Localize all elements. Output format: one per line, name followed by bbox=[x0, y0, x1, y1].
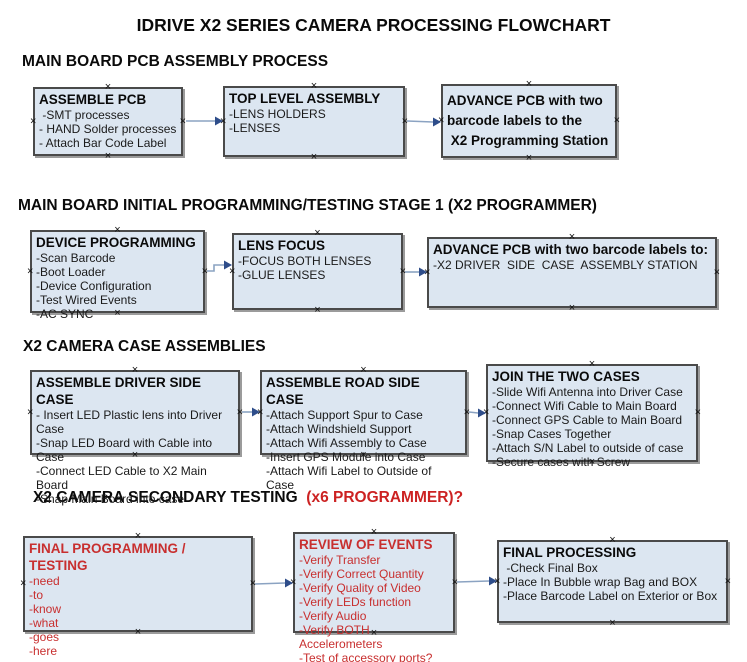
connector-anchor-icon: × bbox=[104, 150, 112, 162]
connector-anchor-icon: × bbox=[713, 266, 720, 278]
section-heading-initial-programming: MAIN BOARD INITIAL PROGRAMMING/TESTING S… bbox=[18, 197, 597, 215]
box-items: -Check Final Box -Place In Bubble wrap B… bbox=[503, 561, 718, 603]
connector-arrow bbox=[406, 117, 441, 127]
box-items: -SMT processes - HAND Solder processes -… bbox=[39, 108, 177, 150]
connector-anchor-icon: × bbox=[694, 406, 701, 419]
connector-arrow bbox=[186, 116, 223, 126]
connector-anchor-icon: × bbox=[724, 575, 731, 587]
connector-arrow bbox=[468, 408, 486, 418]
box-title: DEVICE PROGRAMMING bbox=[36, 235, 196, 250]
section-heading-secondary-testing: X2 CAMERA SECONDARY TESTING (x6 PROGRAMM… bbox=[33, 489, 463, 507]
box-items: - Insert LED Plastic lens into Driver Ca… bbox=[36, 408, 223, 506]
section-heading-case-assemblies: X2 CAMERA CASE ASSEMBLIES bbox=[23, 338, 266, 356]
box-title: FINAL PROGRAMMING / TESTING bbox=[29, 541, 190, 573]
box-items: -X2 DRIVER SIDE CASE ASSEMBLY STATION bbox=[433, 258, 698, 272]
connector-anchor-icon: × bbox=[314, 304, 321, 316]
section-heading-text: MAIN BOARD INITIAL PROGRAMMING/TESTING S… bbox=[18, 197, 597, 214]
flow-box-assemble-pcb: ASSEMBLE PCB -SMT processes - HAND Solde… bbox=[30, 82, 186, 162]
box-items: -Scan Barcode -Boot Loader -Device Confi… bbox=[36, 251, 152, 321]
flow-box-device-programming: DEVICE PROGRAMMING -Scan Barcode -Boot L… bbox=[27, 225, 208, 322]
flow-box-review-of-events: REVIEW OF EVENTS -Verify Transfer -Verif… bbox=[290, 527, 458, 662]
box-items: -LENS HOLDERS -LENSES bbox=[229, 107, 326, 135]
flow-box-top-level-assembly: TOP LEVEL ASSEMBLY -LENS HOLDERS -LENSES… bbox=[220, 81, 408, 163]
section-heading-text: X2 CAMERA CASE ASSEMBLIES bbox=[23, 338, 266, 355]
connector-anchor-icon: × bbox=[249, 577, 256, 590]
connector-arrow bbox=[456, 576, 497, 586]
connector-anchor-icon: × bbox=[568, 302, 576, 314]
connector-arrow bbox=[207, 260, 232, 272]
connector-anchor-icon: × bbox=[483, 406, 490, 419]
connector-anchor-icon: × bbox=[451, 576, 458, 588]
section-heading-red-text: (x6 PROGRAMMER)? bbox=[302, 489, 464, 506]
connector-anchor-icon: × bbox=[310, 151, 318, 163]
connector-anchor-icon: × bbox=[609, 617, 616, 629]
flow-box-join-two-cases: JOIN THE TWO CASES -Slide Wifi Antenna i… bbox=[483, 359, 701, 470]
box-title: REVIEW OF EVENTS bbox=[299, 537, 433, 552]
connector-anchor-icon: × bbox=[424, 266, 431, 278]
connector-anchor-icon: × bbox=[525, 152, 533, 164]
connector-arrow bbox=[254, 578, 293, 588]
box-title: JOIN THE TWO CASES bbox=[492, 369, 640, 384]
box-title: FINAL PROCESSING bbox=[503, 545, 637, 560]
page-title: IDRIVE X2 SERIES CAMERA PROCESSING FLOWC… bbox=[136, 15, 611, 35]
box-items: -Slide Wifi Antenna into Driver Case -Co… bbox=[492, 385, 684, 469]
flow-box-lens-focus: LENS FOCUS -FOCUS BOTH LENSES -GLUE LENS… bbox=[229, 228, 406, 316]
connector-anchor-icon: × bbox=[220, 115, 227, 127]
flow-box-advance-pcb-driver-side: ADVANCE PCB with two barcode labels to: … bbox=[424, 232, 720, 314]
box-title: LENS FOCUS bbox=[238, 238, 326, 253]
section-heading-text: MAIN BOARD PCB ASSEMBLY PROCESS bbox=[22, 53, 329, 70]
flow-box-final-processing: FINAL PROCESSING -Check Final Box -Place… bbox=[494, 535, 731, 629]
box-title: TOP LEVEL ASSEMBLY bbox=[229, 91, 381, 106]
connector-anchor-icon: × bbox=[290, 576, 297, 588]
box-items: -FOCUS BOTH LENSES -GLUE LENSES bbox=[238, 254, 372, 282]
connector-anchor-icon: × bbox=[229, 265, 236, 277]
connector-anchor-icon: × bbox=[438, 114, 445, 127]
flow-box-assemble-road-side-case: ASSEMBLE ROAD SIDE CASE -Attach Support … bbox=[257, 365, 470, 493]
connector-anchor-icon: × bbox=[30, 115, 37, 127]
connector-anchor-icon: × bbox=[463, 406, 470, 418]
connector-anchor-icon: × bbox=[257, 406, 264, 418]
flow-box-final-programming-testing: FINAL PROGRAMMING / TESTING -need -to -k… bbox=[20, 531, 256, 659]
flow-box-advance-pcb-programming-station: ADVANCE PCB with two barcode labels to t… bbox=[438, 79, 620, 164]
box-title: ASSEMBLE ROAD SIDE CASE bbox=[266, 375, 424, 407]
box-items: -Attach Support Spur to Case -Attach Win… bbox=[266, 408, 432, 492]
connector-anchor-icon: × bbox=[27, 406, 34, 418]
connector-anchor-icon: × bbox=[20, 577, 27, 590]
connector-arrow bbox=[405, 267, 427, 277]
box-title: ADVANCE PCB with two barcode labels to: bbox=[433, 242, 709, 257]
connector-anchor-icon: × bbox=[179, 115, 186, 127]
connector-anchor-icon: × bbox=[613, 114, 620, 127]
box-title: ADVANCE PCB with two barcode labels to t… bbox=[447, 93, 609, 148]
connector-anchor-icon: × bbox=[27, 265, 34, 277]
box-items: -Verify Transfer -Verify Correct Quantit… bbox=[299, 553, 433, 662]
box-title: ASSEMBLE DRIVER SIDE CASE bbox=[36, 375, 205, 407]
box-items: -need -to -know -what -goes -here bbox=[29, 574, 62, 658]
box-title: ASSEMBLE PCB bbox=[39, 92, 147, 107]
connector-anchor-icon: × bbox=[201, 265, 208, 277]
connector-anchor-icon: × bbox=[494, 575, 501, 587]
flow-box-assemble-driver-side-case: ASSEMBLE DRIVER SIDE CASE - Insert LED P… bbox=[27, 365, 243, 507]
connector-anchor-icon: × bbox=[401, 115, 408, 127]
connector-anchor-icon: × bbox=[399, 265, 406, 277]
connector-arrow bbox=[242, 407, 260, 417]
section-heading-text: X2 CAMERA SECONDARY TESTING bbox=[33, 489, 302, 506]
connector-anchor-icon: × bbox=[236, 406, 243, 418]
section-heading-pcb-assembly: MAIN BOARD PCB ASSEMBLY PROCESS bbox=[22, 53, 328, 71]
